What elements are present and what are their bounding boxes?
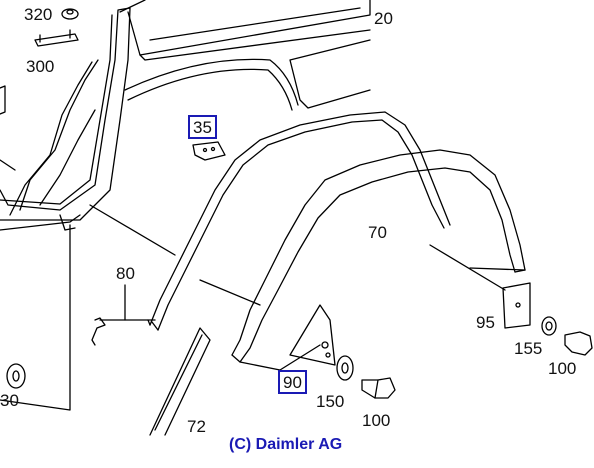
body-pillar-structure <box>0 7 131 231</box>
label-300: 300 <box>26 57 55 76</box>
bracket-35 <box>192 141 226 161</box>
wheel-arch-liner <box>147 111 451 331</box>
small-parts-300-320 <box>34 8 79 47</box>
label-155: 155 <box>514 339 543 358</box>
strip-72 <box>149 327 211 436</box>
wheel-arch-flare-70 <box>231 149 526 371</box>
label-35-boxed: 35 <box>188 115 217 139</box>
label-90-boxed: 90 <box>278 370 307 394</box>
washer-150-bolt-100 <box>336 355 396 399</box>
leader-lines <box>0 204 506 411</box>
label-320: 320 <box>24 5 53 24</box>
label-100-bottom: 100 <box>362 411 391 430</box>
label-95: 95 <box>476 313 495 332</box>
copyright-notice: (C) Daimler AG <box>229 436 343 453</box>
label-72: 72 <box>187 417 206 436</box>
bracket-90 <box>289 304 336 366</box>
label-150: 150 <box>316 392 345 411</box>
label-70: 70 <box>368 223 387 242</box>
label-80: 80 <box>116 264 135 283</box>
plate-95-nut-155-bolt-100 <box>502 282 593 356</box>
washer-30 <box>6 363 26 389</box>
label-30: 30 <box>0 391 19 410</box>
fender-panel-20 <box>119 0 371 111</box>
label-100-right: 100 <box>548 359 577 378</box>
clip-80 <box>91 284 156 346</box>
label-20: 20 <box>374 9 393 28</box>
